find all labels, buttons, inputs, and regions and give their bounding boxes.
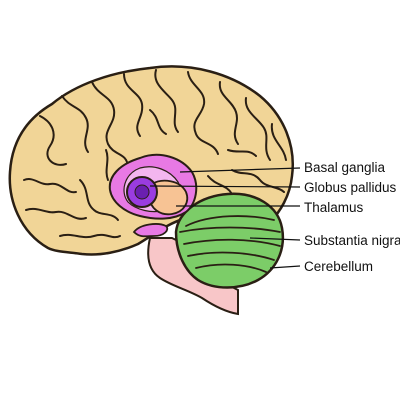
substantia-nigra-shape xyxy=(132,223,169,238)
cerebellum-shape xyxy=(174,192,285,289)
leader-lines xyxy=(149,167,301,269)
cortex-folds xyxy=(23,69,287,239)
label-globus-pallidus: Globus pallidus xyxy=(304,180,397,195)
label-thalamus: Thalamus xyxy=(304,200,364,215)
label-substantia-nigra: Substantia nigra xyxy=(304,233,400,248)
label-cerebellum: Cerebellum xyxy=(304,259,374,274)
label-basal-ganglia: Basal ganglia xyxy=(304,160,386,175)
